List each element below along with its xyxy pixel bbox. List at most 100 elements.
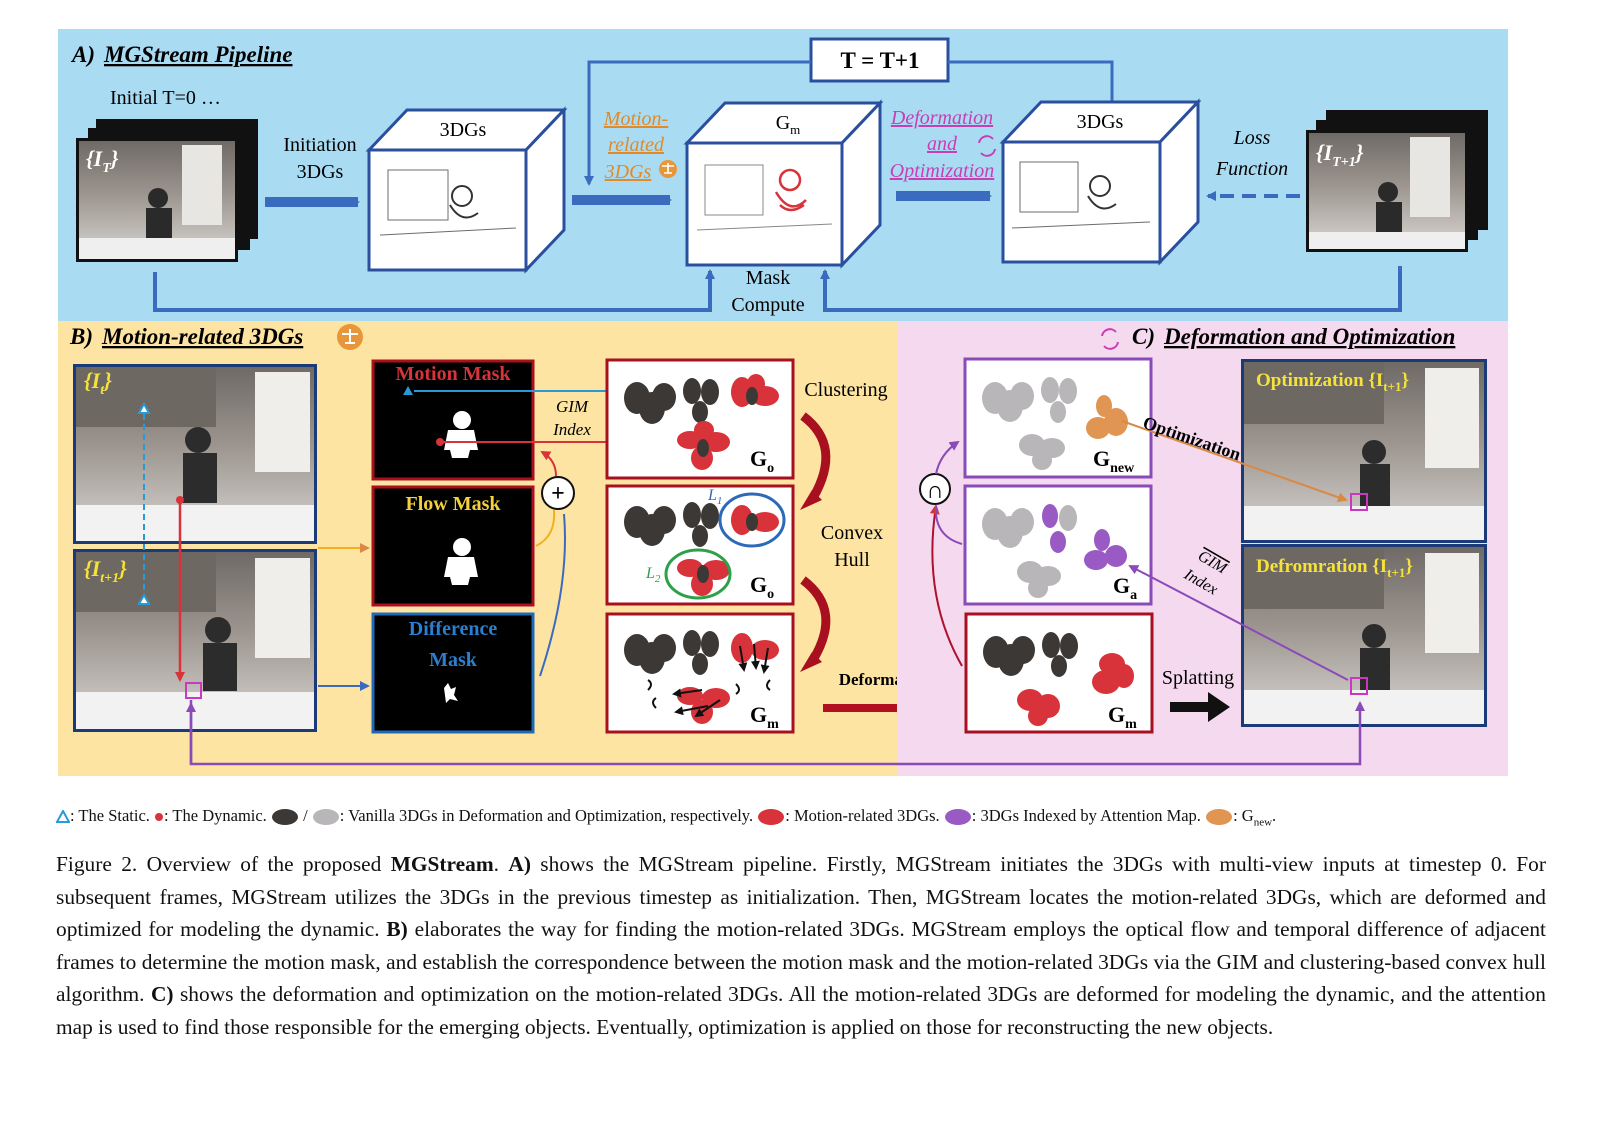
convex-hull-label-1: Convex bbox=[821, 522, 883, 544]
panel-b-title: Motion-related 3DGs bbox=[101, 324, 303, 349]
sketch-scene-2 bbox=[696, 164, 833, 231]
patch-marker-b bbox=[185, 682, 202, 699]
patch-marker-deformation bbox=[1350, 677, 1368, 695]
loss-label-1: Loss bbox=[1233, 127, 1271, 149]
flow-mask-box bbox=[371, 485, 535, 607]
mask-compute-label-2: Compute bbox=[731, 294, 804, 316]
g0-hull-mixed-1 bbox=[746, 513, 758, 531]
splatting-label: Splatting bbox=[1162, 667, 1234, 689]
t-update-box bbox=[809, 37, 950, 83]
figure-legend: : The Static. : The Dynamic. / : Vanilla… bbox=[56, 804, 1556, 828]
initiation-label-2: 3DGs bbox=[297, 161, 344, 183]
motion-mask-box bbox=[371, 359, 535, 481]
initiation-label-1: Initiation bbox=[283, 134, 356, 156]
static-marker-t bbox=[137, 401, 151, 414]
cube-2-label: Gm bbox=[776, 112, 801, 137]
balance-icon-b bbox=[337, 324, 363, 350]
legend-static: : The Static. bbox=[70, 806, 150, 825]
panel-b-letter: B) bbox=[69, 324, 93, 349]
difference-mask-label-2: Mask bbox=[429, 649, 478, 671]
difference-mask-box bbox=[371, 612, 535, 734]
dynamic-dot-icon bbox=[155, 813, 164, 822]
optimization-frame-label: Optimization {It+1} bbox=[1256, 370, 1409, 394]
difference-to-plus bbox=[539, 513, 566, 677]
dynamic-marker-t bbox=[176, 496, 184, 504]
balance-icon bbox=[659, 160, 677, 178]
convex-hull-label-2: Hull bbox=[834, 549, 870, 571]
panel-c-letter: C) bbox=[1132, 324, 1155, 349]
gnew-emerging bbox=[1086, 395, 1128, 439]
arrow-mask-right bbox=[820, 266, 1402, 312]
cube-3-label: 3DGs bbox=[1077, 111, 1124, 133]
hull-l2-label: L2 bbox=[645, 565, 661, 585]
curved-arrow-hull bbox=[800, 576, 831, 663]
hull-l1-label: L1 bbox=[707, 487, 722, 507]
gm-label-c: Gm bbox=[1108, 702, 1137, 732]
g0-mixed-gaussian-1 bbox=[746, 387, 758, 405]
gm-motion bbox=[677, 633, 779, 724]
g0-label-2: Go bbox=[750, 572, 774, 602]
g0-hull-static bbox=[624, 502, 719, 547]
g0-hull-mixed-2 bbox=[697, 565, 709, 583]
mask-compute-label-1: Mask bbox=[746, 267, 790, 289]
cycle-icon-c bbox=[1101, 328, 1119, 350]
initial-label: Initial T=0 … bbox=[110, 87, 221, 109]
indexed-icon bbox=[944, 809, 971, 826]
g0-label-1: Go bbox=[750, 446, 774, 476]
sketch-scene-3 bbox=[1011, 161, 1151, 229]
ga-indexed bbox=[1042, 504, 1127, 570]
gnew-icon bbox=[1206, 809, 1233, 826]
gm-c-static bbox=[983, 632, 1078, 677]
dynamic-dot-mask bbox=[436, 438, 444, 446]
motion-mask-silhouette bbox=[444, 411, 478, 458]
gm-c-motion bbox=[1017, 653, 1134, 726]
static-triangle-icon bbox=[56, 810, 70, 824]
overview-figure: A) MGStream Pipeline Initial T=0 … {IT} … bbox=[58, 29, 1508, 776]
cube-3dgs-updated bbox=[999, 98, 1202, 266]
panel-c-title: Deformation and Optimization bbox=[1163, 324, 1455, 349]
legend-indexed: : 3DGs Indexed by Attention Map. bbox=[971, 806, 1201, 825]
motion-mask-label: Motion Mask bbox=[396, 363, 512, 385]
cube-1-label: 3DGs bbox=[440, 119, 487, 141]
deformation-label-2: and bbox=[927, 133, 958, 155]
legend-dynamic: : The Dynamic. bbox=[164, 806, 267, 825]
arrow-mask-left bbox=[153, 269, 715, 312]
deformation-frame-label: Defromration {It+1} bbox=[1256, 556, 1413, 580]
ga-vanilla bbox=[982, 505, 1077, 598]
gm-static bbox=[624, 630, 719, 675]
flow-mask-silhouette bbox=[444, 538, 478, 585]
curved-arrow-clustering-head bbox=[800, 490, 822, 510]
vanilla-dark-icon bbox=[271, 809, 298, 826]
ga-label: Ga bbox=[1113, 573, 1137, 603]
g0-mixed-gaussian-2 bbox=[697, 439, 709, 457]
next-frames-label: {IT+1} bbox=[1316, 140, 1364, 170]
flow-to-plus bbox=[535, 509, 556, 547]
patch-marker-optimization bbox=[1350, 493, 1368, 511]
curved-arrow-clustering bbox=[800, 412, 831, 501]
g0-hull-motion bbox=[677, 505, 779, 596]
combine-plus-node bbox=[541, 476, 575, 510]
ga-to-intersection bbox=[934, 505, 963, 545]
legend-vanilla: : Vanilla 3DGs in Deformation and Optimi… bbox=[339, 806, 754, 825]
gnew-label: Gnew bbox=[1093, 446, 1135, 476]
intersection-label: ∩ bbox=[926, 478, 943, 504]
g0-static-gaussians bbox=[624, 378, 719, 424]
gim-index-c-arrow bbox=[1128, 565, 1349, 681]
motion-mask-static-icon bbox=[403, 386, 413, 395]
deformation-label-3: Optimization bbox=[890, 160, 994, 182]
flow-mask-label: Flow Mask bbox=[406, 493, 502, 515]
legend-slash: / bbox=[303, 806, 308, 825]
gm-deform-arrows bbox=[647, 643, 771, 718]
gim-index-label-1: GIM bbox=[556, 397, 589, 416]
intersection-to-gnew bbox=[935, 440, 960, 475]
loss-label-2: Function bbox=[1215, 158, 1288, 180]
difference-mask-label-1: Difference bbox=[409, 618, 498, 640]
panel-a-title: MGStream Pipeline bbox=[103, 42, 292, 67]
panel-a-letter: A) bbox=[70, 42, 95, 67]
splatting-arrow-head bbox=[1208, 692, 1230, 722]
hull-l1 bbox=[718, 492, 786, 548]
sketch-scene-1 bbox=[379, 169, 517, 236]
input-frames-label: {IT} bbox=[86, 146, 119, 176]
motion-related-label-2: related bbox=[608, 134, 665, 156]
optimization-arrow bbox=[1121, 420, 1348, 503]
